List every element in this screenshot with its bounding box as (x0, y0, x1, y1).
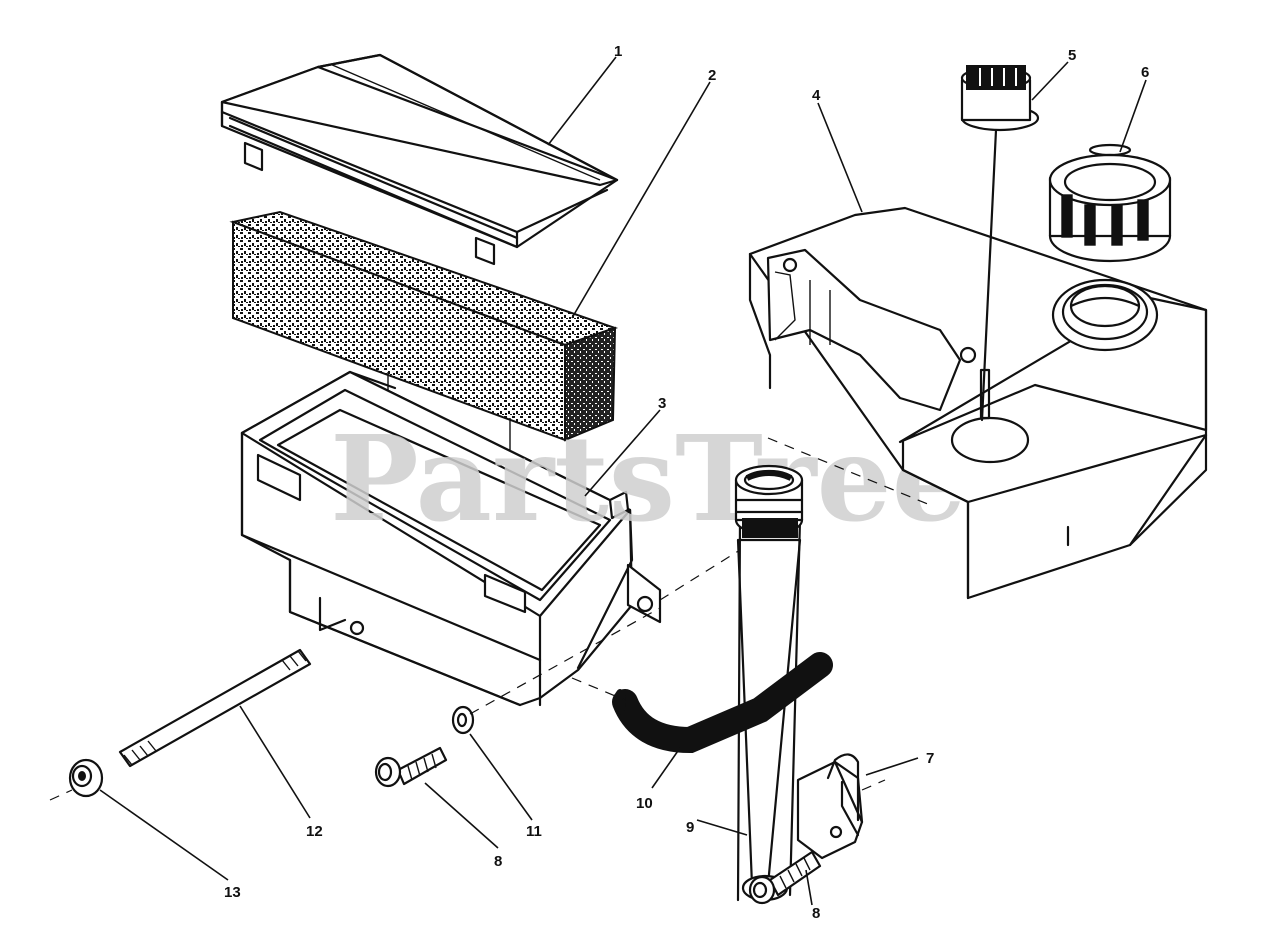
long-stud (118, 648, 312, 768)
bolt-8-left (374, 746, 448, 788)
air-cleaner-cover (220, 53, 619, 266)
callout-10: 10 (636, 795, 653, 812)
leader-lines (99, 56, 1147, 906)
foam-filter-element (229, 210, 619, 442)
callout-5: 5 (1068, 47, 1076, 64)
callout-8-right: 8 (812, 905, 820, 922)
callout-7: 7 (926, 750, 934, 767)
flange-nut (68, 758, 104, 798)
fuel-cap (1048, 143, 1172, 263)
washer (451, 705, 475, 735)
watermark: PartsTree (330, 409, 967, 548)
dipstick (960, 65, 1040, 422)
callout-12: 12 (306, 823, 323, 840)
callout-11: 11 (526, 823, 542, 840)
assembly-lines (49, 437, 931, 801)
callout-8-left: 8 (494, 853, 502, 870)
callout-13: 13 (224, 884, 241, 901)
callout-4: 4 (812, 87, 821, 104)
callout-6: 6 (1141, 64, 1149, 81)
callout-2: 2 (708, 67, 716, 84)
callout-9: 9 (686, 819, 694, 836)
callout-labels: 1 2 3 4 5 6 7 8 8 9 10 11 12 13 (224, 43, 1149, 922)
fuel-hose (612, 652, 833, 754)
bolt-8-right (748, 850, 822, 905)
callout-1: 1 (614, 43, 622, 60)
fuel-tank (748, 206, 1208, 600)
air-cleaner-base (240, 370, 662, 707)
callout-3: 3 (658, 395, 666, 412)
retaining-clip (796, 753, 864, 860)
